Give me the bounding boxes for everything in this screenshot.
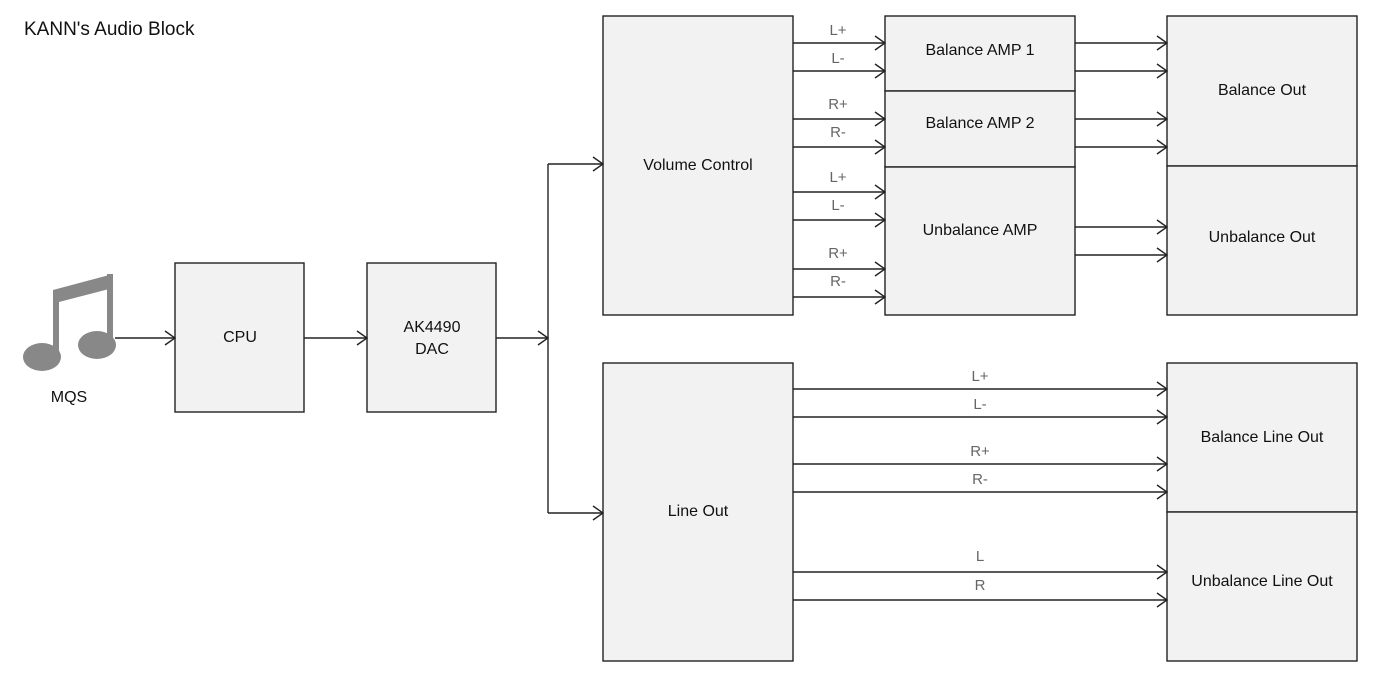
balance-amp-1-label: Balance AMP 1	[925, 42, 1034, 59]
dac-label-line2: DAC	[415, 341, 449, 358]
balance-out-label: Balance Out	[1218, 82, 1307, 99]
signal-label: R-	[830, 273, 846, 290]
balance-amp-1-block	[884, 15, 1076, 92]
unbalance-amp-block	[884, 166, 1076, 316]
signal-label: L	[976, 548, 984, 565]
unbalance-amp-label: Unbalance AMP	[923, 222, 1038, 239]
dac-block	[366, 262, 497, 413]
balance-amp-2-label: Balance AMP 2	[925, 115, 1034, 132]
diagram-title: KANN's Audio Block	[24, 19, 195, 40]
signal-label: L+	[971, 368, 988, 385]
line-out-label: Line Out	[668, 503, 729, 520]
balance-amp-2-block	[884, 90, 1076, 168]
signal-label: R-	[830, 124, 846, 141]
balance-line-out-label: Balance Line Out	[1201, 429, 1324, 446]
signal-label: L-	[831, 50, 844, 67]
volume-control-block	[602, 15, 794, 316]
unbalance-out-label: Unbalance Out	[1209, 229, 1316, 246]
line-out-block	[602, 362, 794, 662]
signal-label: L+	[829, 22, 846, 39]
cpu-label: CPU	[223, 329, 257, 346]
signal-label: R-	[972, 471, 988, 488]
unbalance-line-out-label: Unbalance Line Out	[1191, 573, 1333, 590]
signal-label: L+	[829, 169, 846, 186]
signal-label: R	[975, 577, 986, 594]
signal-label: R+	[970, 443, 990, 460]
cpu-block	[174, 262, 305, 413]
music-note-icon	[23, 274, 116, 371]
signal-label: L-	[831, 197, 844, 214]
source-label: MQS	[51, 389, 87, 406]
balance-out-block	[1166, 15, 1358, 167]
unbalance-line-out-block	[1166, 511, 1358, 662]
unbalance-out-block	[1166, 165, 1358, 316]
signal-label: R+	[828, 96, 848, 113]
balance-line-out-block	[1166, 362, 1358, 513]
signal-label: R+	[828, 245, 848, 262]
signal-label: L-	[973, 396, 986, 413]
volume-control-label: Volume Control	[643, 157, 752, 174]
dac-label-line1: AK4490	[404, 319, 461, 336]
